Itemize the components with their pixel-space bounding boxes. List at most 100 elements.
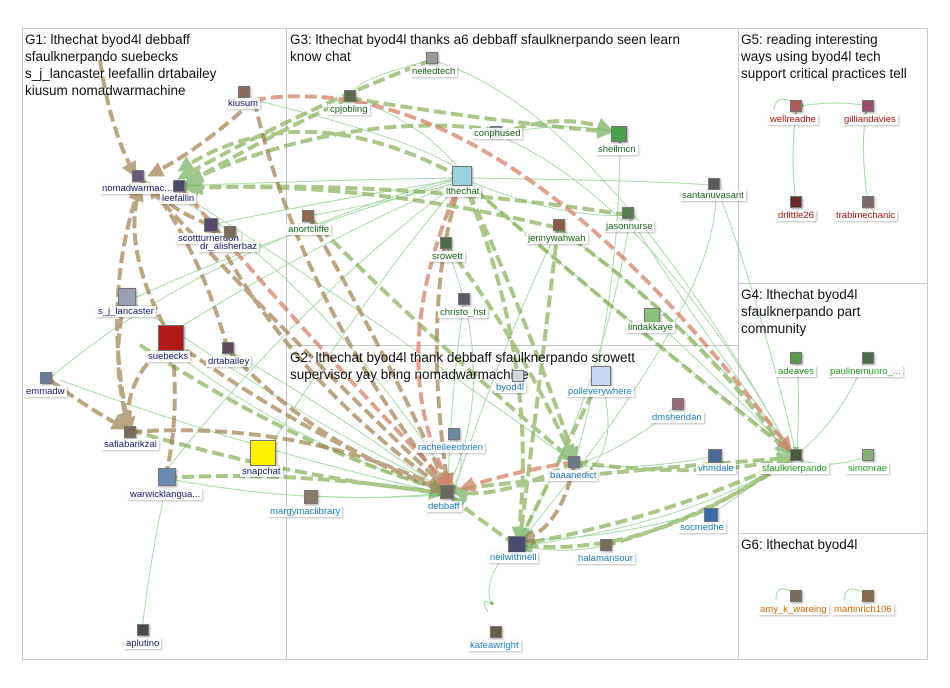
node-label: nomadwarmac...: [100, 183, 175, 194]
edge: [460, 176, 793, 454]
node-label: warwicklangua...: [128, 489, 203, 500]
edge: [574, 453, 794, 473]
edge: [461, 177, 713, 187]
edge: [574, 139, 622, 463]
node-avatar: [708, 449, 722, 463]
node-avatar: [790, 590, 802, 602]
edge: [49, 176, 456, 379]
node-label: socmedhe: [678, 522, 726, 533]
edge: [138, 343, 448, 495]
group-title-g6: G6: lthechat byod4l: [741, 537, 858, 552]
edge: [98, 59, 137, 178]
node-label: adeaves: [776, 366, 816, 377]
node-label: anortcliffe: [286, 224, 332, 235]
edge: [799, 455, 869, 465]
edge: [497, 134, 791, 451]
edge: [862, 111, 869, 203]
node-label: scottturneruon: [176, 233, 241, 244]
edge: [460, 177, 528, 544]
edge: [447, 450, 794, 492]
node-label: debbaff: [426, 501, 462, 512]
node-avatar: [304, 490, 318, 504]
node-avatar: [302, 210, 314, 222]
edge: [513, 227, 560, 544]
node-label: sheilmcn: [596, 144, 638, 155]
node-label: snapchat: [240, 466, 283, 477]
node-label: neilwithnell: [488, 552, 539, 563]
node-label: vhmdale: [696, 463, 736, 474]
node-label: drlittle26: [776, 210, 816, 221]
node-avatar: [124, 426, 136, 438]
node-label: cpjobling: [328, 104, 370, 115]
edge: [115, 181, 144, 433]
node-avatar: [173, 180, 185, 192]
group-title-g4: G4: lthechat byod4l sfaulknerpando part …: [741, 287, 861, 336]
node-avatar: [344, 90, 356, 102]
node-avatar: [600, 539, 612, 551]
node-avatar: [862, 590, 874, 602]
edge: [148, 182, 211, 227]
edge: [556, 226, 790, 457]
edge: [187, 123, 499, 183]
edge: [129, 179, 456, 301]
node-label: sfaulknerpando: [760, 463, 829, 474]
group-title-g5: G5: reading interesting ways using byod4…: [741, 32, 907, 81]
edge: [129, 428, 448, 492]
group-box-g6: [738, 533, 928, 660]
edge: [461, 177, 631, 218]
node-label: paulinemunro_...: [828, 366, 903, 377]
edge: [164, 474, 446, 500]
node-label: lthechat: [444, 186, 482, 197]
node-avatar: [452, 166, 472, 186]
node-avatar: [553, 219, 565, 231]
node-label: conphused: [472, 128, 523, 139]
node-avatar: [862, 196, 874, 208]
group-title-g1: G1: lthechat byod4l debbaff sfaulknerpan…: [25, 32, 217, 98]
edge: [209, 178, 456, 226]
edge: [177, 130, 463, 180]
node-label: leefallin: [160, 193, 197, 204]
node-label: suebecks: [146, 351, 191, 362]
group-title-g2: G2: lthechat byod4l thank debbaff sfaulk…: [290, 350, 635, 382]
node-label: neiledtech: [410, 66, 458, 77]
edge: [451, 460, 576, 503]
node-label: trabimechanic: [834, 210, 898, 221]
node-avatar: [568, 456, 580, 468]
edge: [227, 349, 446, 494]
node-label: jennywahwah: [526, 233, 588, 244]
node-avatar: [622, 207, 634, 219]
node-avatar: [158, 468, 176, 486]
group-title-g3: G3: lthechat byod4l thanks a6 debbaff sf…: [290, 32, 681, 64]
edge: [164, 477, 441, 499]
edge: [518, 461, 577, 545]
edge: [515, 458, 793, 547]
node-label: halamansour: [576, 553, 635, 564]
node-avatar: [137, 624, 149, 636]
edge: [138, 176, 447, 489]
edge: [181, 179, 559, 230]
edge: [252, 99, 447, 489]
edge: [182, 96, 351, 187]
node-avatar: [790, 196, 802, 208]
node-avatar: [222, 342, 234, 354]
node-avatar: [158, 325, 184, 351]
node-label: kiusum: [226, 98, 261, 109]
node-label: safiabarikzai: [102, 439, 159, 450]
node-label: dmsheridan: [650, 412, 704, 423]
node-avatar: [426, 52, 438, 64]
node-avatar: [204, 218, 218, 232]
node-label: santanuvasant: [680, 190, 746, 201]
edge: [416, 177, 464, 491]
node-avatar: [790, 449, 802, 461]
edge: [431, 59, 791, 451]
node-label: aplutino: [124, 638, 162, 649]
edge: [446, 299, 465, 489]
node-label: gilliandavies: [842, 114, 898, 125]
node-avatar: [40, 372, 52, 384]
edge: [799, 102, 867, 108]
edge: [516, 456, 792, 555]
node-label: dr_alisherbaz: [198, 241, 260, 252]
node-label: wellreadhe: [768, 114, 818, 125]
node-avatar: [490, 626, 502, 638]
